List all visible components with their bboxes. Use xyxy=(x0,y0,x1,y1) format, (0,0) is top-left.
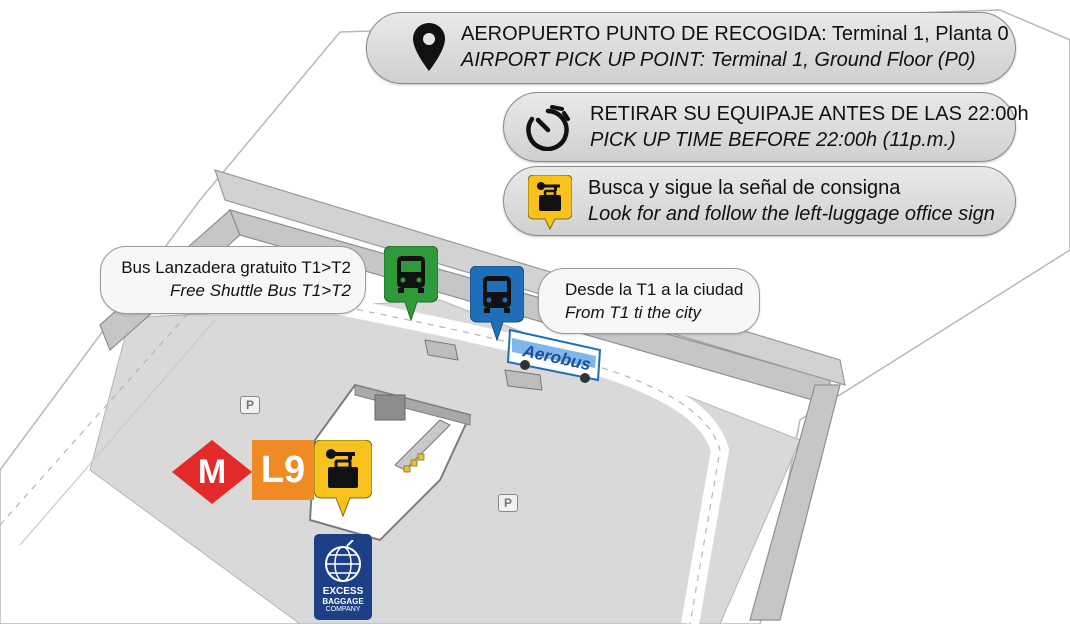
left-luggage-banner: Busca y sigue la señal de consigna Look … xyxy=(503,166,1016,236)
globe-suitcase-icon xyxy=(325,540,361,582)
shuttle-bus-english: Free Shuttle Bus T1>T2 xyxy=(170,281,351,300)
company-name-line3: COMPANY xyxy=(325,606,361,613)
left-luggage-icon xyxy=(528,175,572,231)
left-luggage-spanish: Busca y sigue la señal de consigna xyxy=(588,177,901,199)
bus-stop-shelter-1 xyxy=(424,339,459,361)
pickup-time-banner: RETIRAR SU EQUIPAJE ANTES DE LAS 22:00h … xyxy=(503,92,1029,162)
city-bus-english: From T1 ti the city xyxy=(565,303,702,322)
bus-stop-shelter-2 xyxy=(504,369,543,391)
left-road-edge xyxy=(19,319,216,546)
terminal-wing-right xyxy=(749,384,841,621)
left-luggage-marker-icon xyxy=(314,440,372,518)
city-bus-marker-icon xyxy=(470,266,524,342)
pickup-time-english: PICK UP TIME BEFORE 22:00h (11p.m.) xyxy=(590,129,956,151)
city-bus-callout: Desde la T1 a la ciudad From T1 ti the c… xyxy=(538,268,760,334)
line-l9-label: L9 xyxy=(260,449,306,491)
location-pin-icon xyxy=(413,23,445,71)
excess-baggage-logo: EXCESS BAGGAGE COMPANY xyxy=(314,534,372,620)
pickup-time-spanish: RETIRAR SU EQUIPAJE ANTES DE LAS 22:00h xyxy=(590,103,1029,125)
metro-letter: M xyxy=(197,453,227,491)
company-name-line2: BAGGAGE xyxy=(322,597,364,606)
central-kiosk xyxy=(374,394,406,421)
luggage-markers xyxy=(403,453,425,473)
timer-icon xyxy=(526,105,570,151)
shuttle-bus-spanish: Bus Lanzadera gratuito T1>T2 xyxy=(121,258,351,277)
line-l9-badge: L9 xyxy=(252,440,314,500)
left-luggage-english: Look for and follow the left-luggage off… xyxy=(588,203,995,225)
aerobus-vehicle: Aerobus xyxy=(506,328,602,383)
company-name-line1: EXCESS xyxy=(322,586,364,597)
shuttle-bus-marker-icon xyxy=(384,246,438,322)
metro-diamond-icon xyxy=(172,440,252,504)
pickup-point-english: AIRPORT PICK UP POINT: Terminal 1, Groun… xyxy=(461,49,976,71)
shuttle-bus-callout: Bus Lanzadera gratuito T1>T2 Free Shuttl… xyxy=(100,246,366,314)
escalator xyxy=(394,419,451,471)
pickup-point-banner: AEROPUERTO PUNTO DE RECOGIDA: Terminal 1… xyxy=(366,12,1016,84)
parking-icon: P xyxy=(498,494,518,512)
left-road xyxy=(0,299,201,526)
metro-sign: M xyxy=(172,440,252,504)
parking-icon: P xyxy=(240,396,260,414)
city-bus-spanish: Desde la T1 a la ciudad xyxy=(565,280,744,299)
pickup-point-spanish: AEROPUERTO PUNTO DE RECOGIDA: Terminal 1… xyxy=(461,23,1009,45)
